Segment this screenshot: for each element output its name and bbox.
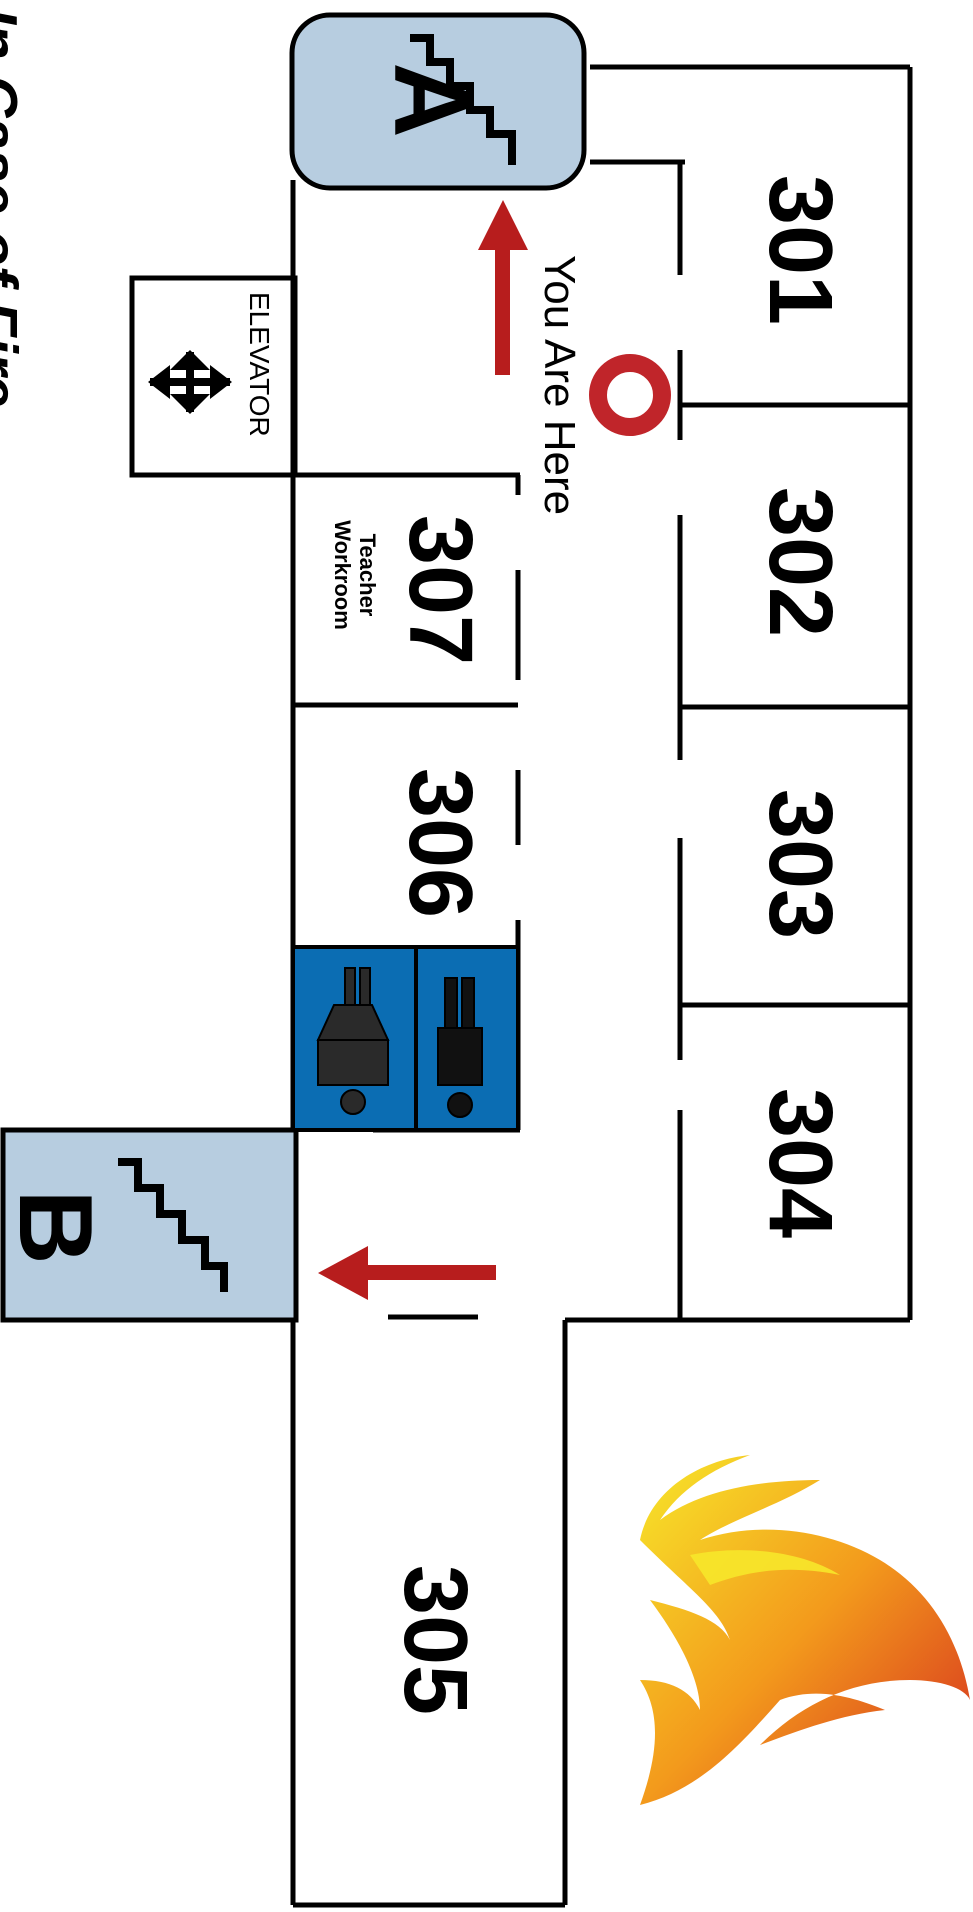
stair-a: A: [289, 12, 587, 191]
room-301: 301: [750, 175, 850, 325]
stair-a-label: A: [372, 62, 488, 137]
restrooms: [291, 945, 520, 1132]
restroom-icon: [316, 967, 390, 1115]
exit-arrow-icon: [478, 200, 528, 375]
map-title: In Case of Fire: [0, 8, 28, 408]
room-307-sub2: Workroom: [330, 520, 355, 630]
room-302-label: 302: [750, 487, 850, 637]
room-306: 306: [390, 768, 490, 918]
elevator-label: ELEVATOR: [244, 292, 275, 437]
elevator-icon: [148, 350, 232, 414]
room-304-label: 304: [750, 1088, 850, 1238]
room-307-sub1: Teacher: [355, 534, 380, 617]
room-303-label: 303: [750, 789, 850, 939]
room-304: 304: [750, 1088, 850, 1238]
room-303: 303: [750, 789, 850, 939]
room-305-label: 305: [385, 1565, 485, 1715]
you-are-here-label: You Are Here: [535, 255, 584, 515]
you-are-here-marker: [589, 354, 671, 436]
fire-icon: [640, 1455, 970, 1805]
exit-arrow-icon: [318, 1246, 496, 1300]
restroom-icon: [437, 977, 483, 1118]
room-301-label: 301: [750, 175, 850, 325]
walls: [129, 64, 913, 1908]
elevator: ELEVATOR: [148, 292, 275, 437]
stair-b-label: B: [0, 1189, 113, 1264]
room-307-sub-label-2: Workroom: [330, 520, 355, 630]
room-307-sub-label: Teacher: [355, 534, 380, 617]
title-text: In Case of Fire: [0, 8, 28, 408]
stairs-icon: [118, 1158, 228, 1292]
stair-b: B: [0, 1127, 299, 1323]
room-307: 307: [390, 515, 490, 665]
room-305: 305: [385, 1565, 485, 1715]
room-306-label: 306: [390, 768, 490, 918]
room-307-label: 307: [390, 515, 490, 665]
stairs-icon: [410, 34, 516, 165]
you-are-here: You Are Here: [535, 255, 584, 515]
room-302: 302: [750, 487, 850, 637]
